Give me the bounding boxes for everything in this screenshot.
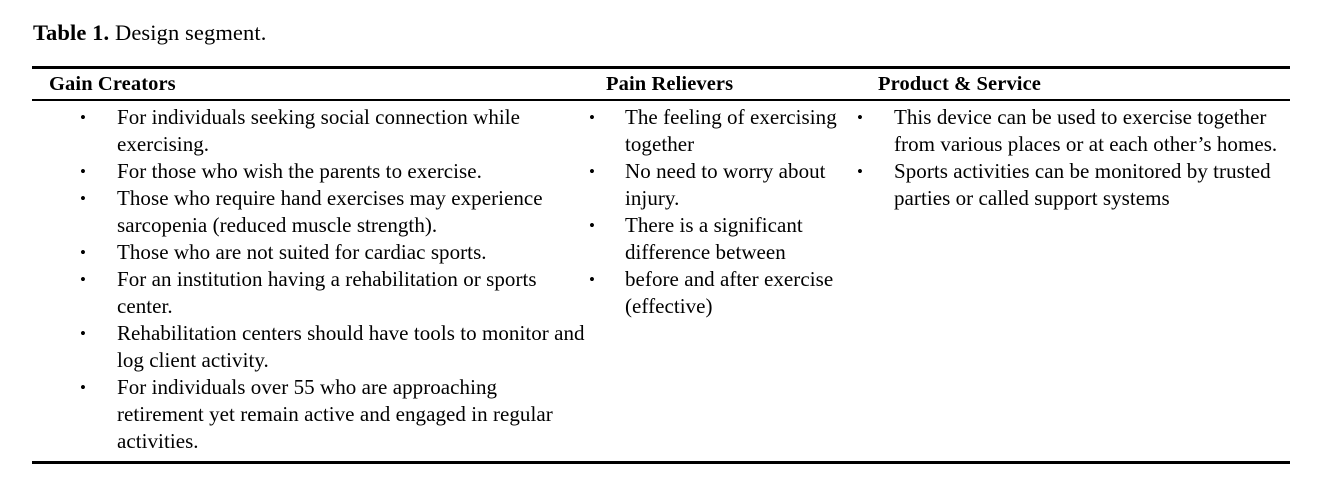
list-item: • Those who require hand exercises may e… [34,185,585,239]
table-cell-pain-relievers: • The feeling of exercising together • N… [585,101,855,326]
column-header-gain-creators: Gain Creators [49,73,176,95]
bullet-icon: • [589,108,596,127]
list-item: • before and after exercise (effective) [587,266,855,320]
list-item-text: Those who are not suited for cardiac spo… [117,240,487,264]
table-cell-product-and-service: • This device can be used to exercise to… [855,101,1290,218]
bullet-icon: • [857,162,864,181]
list-item: • Rehabilitation centers should have too… [34,320,585,374]
bullet-list-pain-relievers: • The feeling of exercising together • N… [587,104,855,320]
list-item-text: For an institution having a rehabilitati… [117,267,537,318]
bullet-icon: • [589,270,596,289]
list-item-text: For individuals over 55 who are approach… [117,375,553,453]
design-segment-table: Gain Creators Pain Relievers Product & S… [32,66,1290,464]
list-item-text: For those who wish the parents to exerci… [117,159,482,183]
column-header-product-and-service: Product & Service [878,73,1041,95]
bullet-icon: • [80,324,87,343]
bullet-icon: • [80,270,87,289]
list-item: • This device can be used to exercise to… [857,104,1290,158]
table-caption-label: Table 1. [33,20,110,45]
bullet-icon: • [80,243,87,262]
bullet-icon: • [80,162,87,181]
list-item: • Sports activities can be monitored by … [857,158,1290,212]
column-header-pain-relievers: Pain Relievers [606,73,734,95]
bullet-icon: • [80,108,87,127]
list-item-text: Those who require hand exercises may exp… [117,186,543,237]
list-item: • The feeling of exercising together [587,104,855,158]
table-caption: Table 1. Design segment. [33,19,266,47]
list-item-text: Rehabilitation centers should have tools… [117,321,585,372]
list-item: • For those who wish the parents to exer… [34,158,585,185]
list-item: • For individuals seeking social connect… [34,104,585,158]
list-item: • No need to worry about injury. [587,158,855,212]
list-item: • For an institution having a rehabilita… [34,266,585,320]
bullet-icon: • [80,378,87,397]
bullet-icon: • [80,189,87,208]
table-header-row: Gain Creators Pain Relievers Product & S… [32,69,1290,101]
bullet-icon: • [589,216,596,235]
list-item-text: before and after exercise (effective) [625,267,834,318]
bullet-icon: • [589,162,596,181]
list-item: • There is a significant difference betw… [587,212,855,266]
table-caption-text: Design segment. [109,20,267,45]
list-item: • For individuals over 55 who are approa… [34,374,585,455]
table-cell-gain-creators: • For individuals seeking social connect… [32,101,585,461]
bullet-list-gain-creators: • For individuals seeking social connect… [34,104,585,455]
bullet-icon: • [857,108,864,127]
bullet-list-product-and-service: • This device can be used to exercise to… [857,104,1290,212]
list-item-text: No need to worry about injury. [625,159,826,210]
list-item-text: This device can be used to exercise toge… [894,105,1278,156]
table-body-row: • For individuals seeking social connect… [32,101,1290,461]
list-item-text: The feeling of exercising together [625,105,837,156]
list-item: • Those who are not suited for cardiac s… [34,239,585,266]
list-item-text: Sports activities can be monitored by tr… [894,159,1271,210]
list-item-text: For individuals seeking social connectio… [117,105,521,156]
list-item-text: There is a significant difference betwee… [625,213,803,264]
